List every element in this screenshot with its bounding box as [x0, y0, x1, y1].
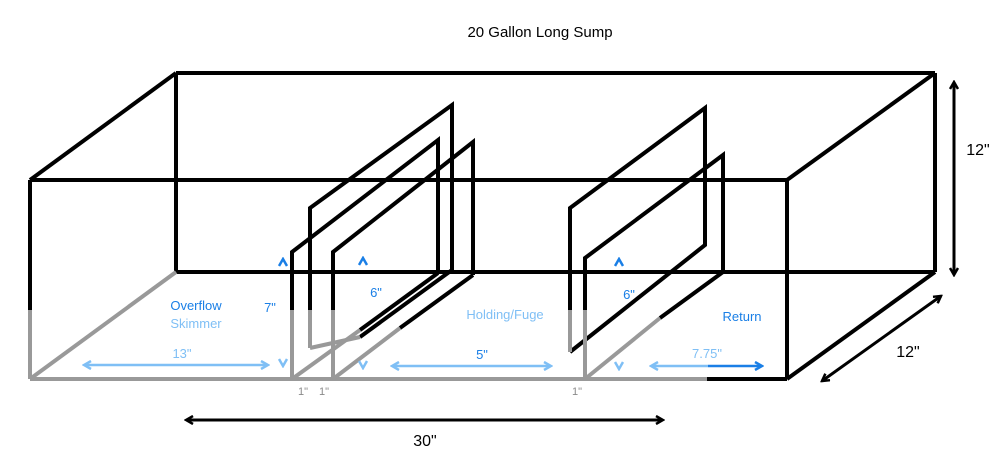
- gap-label: 1": [319, 386, 329, 398]
- depth-edge-bottom-right: [785, 270, 937, 381]
- holding-width-label: 5": [476, 347, 488, 362]
- gap-label: 1": [298, 386, 308, 398]
- baffle-panel-2: [290, 135, 440, 381]
- depth-edge-bottom-left: [28, 270, 178, 381]
- holding-label: Holding/Fuge: [466, 307, 543, 322]
- return-baffle-height-label: 6": [623, 287, 635, 302]
- baffle-panel-4: [568, 104, 707, 354]
- skimmer-label: Skimmer: [170, 316, 222, 331]
- overflow-label: Overflow: [170, 298, 222, 313]
- depth-edge-top-left: [28, 71, 178, 182]
- depth-dimension-label: 12": [896, 344, 919, 361]
- holding-baffle-height-label: 6": [370, 285, 382, 300]
- diagram-title: 20 Gallon Long Sump: [467, 24, 612, 41]
- length-dimension-label: 30": [413, 433, 436, 450]
- height-dimension-label: 12": [966, 142, 989, 159]
- depth-edge-top-right: [785, 71, 937, 182]
- gap-label: 1": [572, 386, 582, 398]
- tank-front-face: [28, 178, 789, 381]
- baffle-group-right: [568, 104, 725, 381]
- return-width-label: 7.75": [692, 346, 722, 361]
- depth-dimension-arrow: [822, 296, 941, 381]
- tank-back-face: [174, 71, 937, 274]
- baffle-panel-5: [583, 151, 725, 381]
- overflow-baffle-height-label: 7": [264, 300, 276, 315]
- tank-depth-edges: [28, 71, 937, 381]
- baffle-group-left: [290, 101, 475, 381]
- return-label: Return: [722, 309, 761, 324]
- overflow-width-label: 13": [172, 346, 191, 361]
